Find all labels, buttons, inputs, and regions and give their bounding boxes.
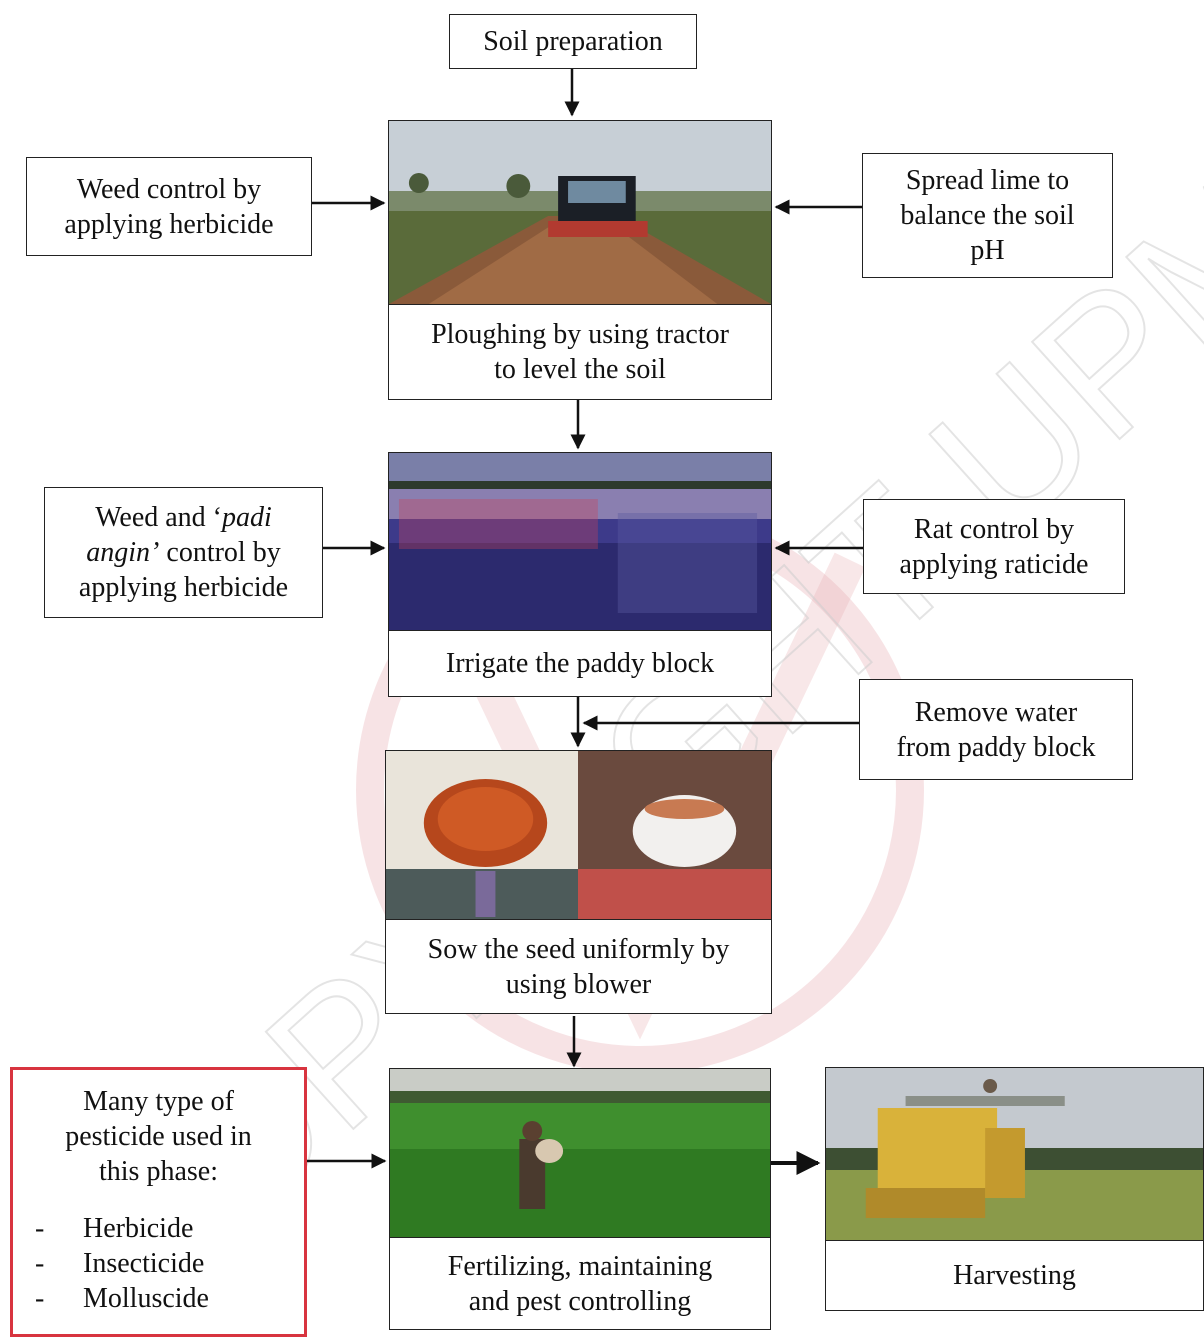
remove-water-line2: from paddy block [896,731,1096,763]
ploughing-caption: Ploughing by using tractor to level the … [389,305,771,399]
tractor-photo [389,121,771,305]
padi-term: padi [222,502,272,533]
bullet-dash: - [35,1283,45,1314]
pesticide-intro-line1: Many type of [83,1086,234,1117]
pesticide-item-label: Herbicide [83,1213,194,1244]
harvesting-step: Harvesting [825,1067,1204,1311]
bullet-dash: - [35,1213,45,1244]
weed-control-line1: Weed control by [76,173,262,205]
pesticide-item-label: Insecticide [83,1248,205,1279]
irrigation-photo [389,453,771,631]
harvesting-label: Harvesting [953,1260,1076,1291]
pesticide-list: - Herbicide - Insecticide - Molluscide [13,1211,304,1316]
harvester-photo [826,1068,1203,1241]
bullet-dash: - [35,1248,45,1279]
weed-control-note: Weed control by applying herbicide [26,157,312,256]
fertilizing-step: Fertilizing, maintaining and pest contro… [389,1068,771,1330]
pesticide-intro-line2: pesticide used in [65,1121,252,1152]
ploughing-step: Ploughing by using tractor to level the … [388,120,772,400]
pesticide-intro: Many type of pesticide used in this phas… [13,1084,304,1189]
fertilizing-caption: Fertilizing, maintaining and pest contro… [390,1238,770,1329]
soil-preparation-label: Soil preparation [483,26,663,57]
weed-padi-part-b: control by [159,537,281,568]
pesticide-item: - Insecticide [13,1246,304,1281]
sowing-photo-collage [386,751,771,920]
irrigate-caption: Irrigate the paddy block [389,631,771,696]
irrigate-label: Irrigate the paddy block [445,648,715,679]
field-spraying-photo [390,1069,770,1238]
rat-control-line2: applying raticide [899,548,1089,580]
weed-padi-part-a: Weed and ‘ [95,502,222,533]
pesticide-types-box: Many type of pesticide used in this phas… [10,1067,307,1337]
rat-control-line1: Rat control by [913,513,1075,545]
angin-term: angin’ [86,537,160,568]
irrigate-step: Irrigate the paddy block [388,452,772,697]
pesticide-item: - Herbicide [13,1211,304,1246]
rat-control-note: Rat control by applying raticide [863,499,1125,594]
sow-caption: Sow the seed uniformly by using blower [386,920,771,1013]
sow-step: Sow the seed uniformly by using blower [385,750,772,1014]
ploughing-line2: to level the soil [494,354,666,385]
sow-line1: Sow the seed uniformly by [427,933,730,965]
fertilizing-line1: Fertilizing, maintaining [447,1250,713,1282]
soil-preparation-box: Soil preparation [449,14,697,69]
sow-line2: using blower [505,968,652,1000]
weed-control-line2: applying herbicide [64,208,274,240]
spread-lime-line2: balance the soil [900,200,1075,231]
spread-lime-line3: pH [970,235,1005,266]
weed-padi-angin-note: Weed and ‘padi angin’ control by applyin… [44,487,323,618]
weed-padi-line2: angin’ control by [79,535,288,570]
spread-lime-line1: Spread lime to [905,165,1070,196]
pesticide-intro-line3: this phase: [99,1156,218,1187]
pesticide-item: - Molluscide [13,1281,304,1316]
ploughing-line1: Ploughing by using tractor [431,319,729,350]
weed-padi-line1: Weed and ‘padi [79,500,288,535]
harvesting-caption: Harvesting [826,1241,1203,1310]
weed-padi-line3: applying herbicide [78,572,289,603]
remove-water-line1: Remove water [914,696,1078,728]
spread-lime-note: Spread lime to balance the soil pH [862,153,1113,278]
pesticide-item-label: Molluscide [83,1283,209,1314]
remove-water-note: Remove water from paddy block [859,679,1133,780]
fertilizing-line2: and pest controlling [468,1285,692,1317]
